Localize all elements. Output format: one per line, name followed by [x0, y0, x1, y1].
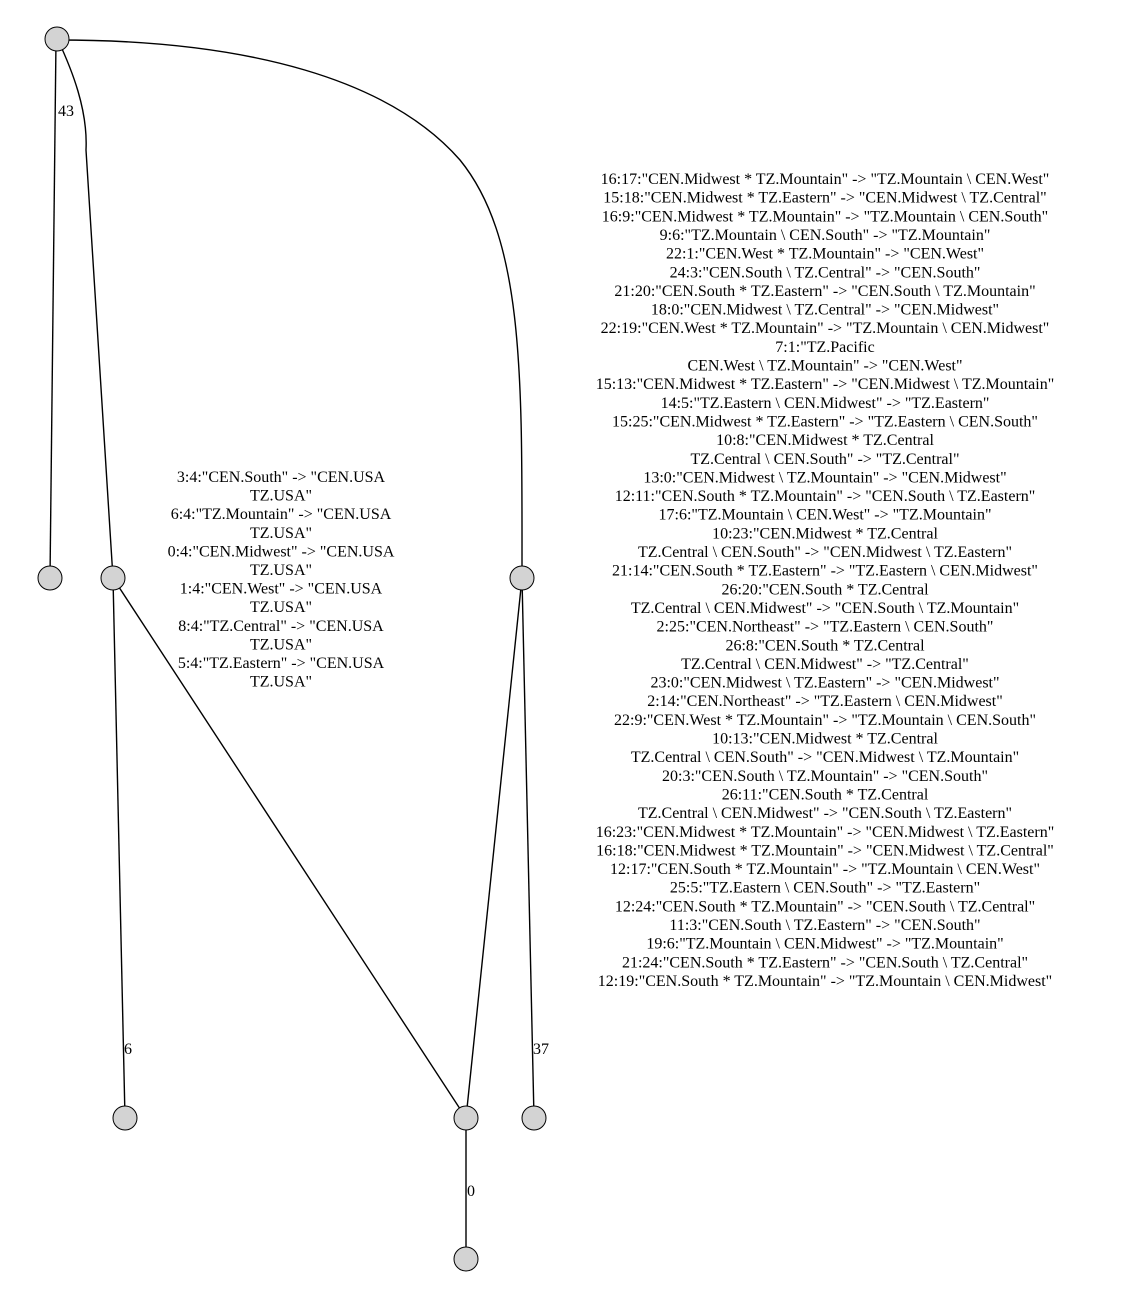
edge-label-line: 12:11:"CEN.South * TZ.Mountain" -> "CEN.… [615, 488, 1036, 505]
edge-label-line: 25:5:"TZ.Eastern \ CEN.South" -> "TZ.Eas… [670, 880, 980, 897]
edge-label-line: 15:25:"CEN.Midwest * TZ.Eastern" -> "TZ.… [612, 413, 1038, 430]
edge-label-line: 15:18:"CEN.Midwest * TZ.Eastern" -> "CEN… [603, 190, 1046, 207]
node-base[interactable] [453, 1246, 479, 1272]
edge-label-line: TZ.USA" [250, 525, 312, 542]
edge-right-to-bottom-right-highlight [521, 577, 535, 1119]
edge-label-line: 14:5:"TZ.Eastern \ CEN.Midwest" -> "TZ.E… [661, 395, 990, 412]
edge-label-line: 8:4:"TZ.Central" -> "CEN.USA [178, 618, 384, 635]
edge-label-line: 15:13:"CEN.Midwest * TZ.Eastern" -> "CEN… [596, 376, 1055, 393]
node-bottom-left[interactable] [112, 1105, 138, 1131]
edge-label-line: 9:6:"TZ.Mountain \ CEN.South" -> "TZ.Mou… [660, 227, 991, 244]
edge-label-line: 10:8:"CEN.Midwest * TZ.Central [716, 432, 934, 449]
edge-label-line: 16:17:"CEN.Midwest * TZ.Mountain" -> "TZ… [601, 171, 1050, 188]
edge-label-line: 16:18:"CEN.Midwest * TZ.Mountain" -> "CE… [596, 842, 1054, 859]
edge-label-line: 24:3:"CEN.South \ TZ.Central" -> "CEN.So… [670, 264, 981, 281]
edge-label-37: 37 [533, 1041, 549, 1058]
edge-label-line: TZ.USA" [250, 674, 312, 691]
edge-label-line: 16:23:"CEN.Midwest * TZ.Mountain" -> "CE… [596, 824, 1055, 841]
edge-label-line: TZ.Central \ CEN.South" -> "CEN.Midwest … [638, 544, 1012, 561]
edge-label-line: TZ.Central \ CEN.Midwest" -> "CEN.South … [631, 600, 1019, 617]
edge-label-line: 21:14:"CEN.South * TZ.Eastern" -> "TZ.Ea… [612, 563, 1038, 580]
edge-label-line: 23:0:"CEN.Midwest \ TZ.Eastern" -> "CEN.… [650, 675, 999, 692]
edge-label-line: 21:24:"CEN.South * TZ.Eastern" -> "CEN.S… [622, 954, 1028, 971]
edge-label-line: 6:4:"TZ.Mountain" -> "CEN.USA [171, 506, 392, 523]
edge-right-to-bottom-center [465, 577, 523, 1119]
edge-label-line: 12:19:"CEN.South * TZ.Mountain" -> "TZ.M… [598, 973, 1052, 990]
node-root[interactable] [44, 26, 70, 52]
edge-mid-to-bottom-left [112, 577, 126, 1119]
edge-label-line: 3:4:"CEN.South" -> "CEN.USA [177, 469, 386, 486]
edge-label-43: 43 [58, 103, 74, 120]
edge-label-line: 18:0:"CEN.Midwest \ TZ.Central" -> "CEN.… [651, 302, 999, 319]
edge-label-line: 12:17:"CEN.South * TZ.Mountain" -> "TZ.M… [610, 861, 1040, 878]
edge-label-line: 17:6:"TZ.Mountain \ CEN.West" -> "TZ.Mou… [659, 507, 992, 524]
node-mid[interactable] [100, 565, 126, 591]
edge-label-line: 11:3:"CEN.South \ TZ.Eastern" -> "CEN.So… [669, 917, 980, 934]
edge-label-line: 0:4:"CEN.Midwest" -> "CEN.USA [168, 543, 395, 560]
edge-label-line: 26:11:"CEN.South * TZ.Central [722, 786, 929, 803]
edge-label-line: TZ.USA" [250, 562, 312, 579]
edge-root-to-mid [57, 39, 114, 579]
edge-label-line: 5:4:"TZ.Eastern" -> "CEN.USA [178, 655, 385, 672]
edge-label-line: 26:8:"CEN.South * TZ.Central [725, 637, 925, 654]
edge-label-right-block: 16:17:"CEN.Midwest * TZ.Mountain" -> "TZ… [596, 171, 1055, 990]
edge-label-line: 2:25:"CEN.Northeast" -> "TZ.Eastern \ CE… [657, 619, 994, 636]
edge-label-line: 12:24:"CEN.South * TZ.Mountain" -> "CEN.… [615, 898, 1035, 915]
edge-label-line: TZ.Central \ CEN.Midwest" -> "TZ.Central… [681, 656, 969, 673]
node-right[interactable] [509, 565, 535, 591]
edge-label-line: TZ.USA" [250, 599, 312, 616]
edge-label-line: 1:4:"CEN.West" -> "CEN.USA [180, 581, 383, 598]
edge-label-line: TZ.Central \ CEN.Midwest" -> "CEN.South … [638, 805, 1012, 822]
node-bottom-center[interactable] [453, 1105, 479, 1131]
node-bottom-right[interactable] [521, 1105, 547, 1131]
edge-label-line: 20:3:"CEN.South \ TZ.Mountain" -> "CEN.S… [662, 768, 988, 785]
edge-root-to-left [49, 39, 57, 579]
node-left[interactable] [37, 565, 63, 591]
edge-label-0: 0 [467, 1183, 475, 1200]
edge-label-line: 16:9:"CEN.Midwest * TZ.Mountain" -> "TZ.… [602, 208, 1048, 225]
edge-label-line: 2:14:"CEN.Northeast" -> "TZ.Eastern \ CE… [647, 693, 1003, 710]
edge-label-line: CEN.West \ TZ.Mountain" -> "CEN.West" [687, 358, 962, 375]
edge-label-line: 22:9:"CEN.West * TZ.Mountain" -> "TZ.Mou… [614, 712, 1036, 729]
edge-label-line: TZ.USA" [250, 636, 312, 653]
edge-label-6: 6 [124, 1041, 132, 1058]
edge-label-line: 10:13:"CEN.Midwest * TZ.Central [712, 731, 938, 748]
edge-label-line: 26:20:"CEN.South * TZ.Central [721, 581, 929, 598]
edge-label-line: 7:1:"TZ.Pacific [775, 339, 874, 356]
edge-label-line: TZ.Central \ CEN.South" -> "CEN.Midwest … [631, 749, 1019, 766]
edge-label-line: 19:6:"TZ.Mountain \ CEN.Midwest" -> "TZ.… [646, 936, 1003, 953]
edge-mid-to-bottom-center [112, 577, 467, 1119]
edge-label-line: 10:23:"CEN.Midwest * TZ.Central [712, 525, 938, 542]
edge-label-line: 21:20:"CEN.South * TZ.Eastern" -> "CEN.S… [614, 283, 1035, 300]
edge-label-line: TZ.Central \ CEN.South" -> "TZ.Central" [690, 451, 959, 468]
edge-label-line: 22:19:"CEN.West * TZ.Mountain" -> "TZ.Mo… [601, 320, 1050, 337]
edge-label-line: 13:0:"CEN.Midwest \ TZ.Mountain" -> "CEN… [643, 469, 1006, 486]
edge-root-to-right [57, 39, 523, 579]
edge-label-line: TZ.USA" [250, 488, 312, 505]
edge-label-line: 22:1:"CEN.West * TZ.Mountain" -> "CEN.We… [666, 246, 984, 263]
